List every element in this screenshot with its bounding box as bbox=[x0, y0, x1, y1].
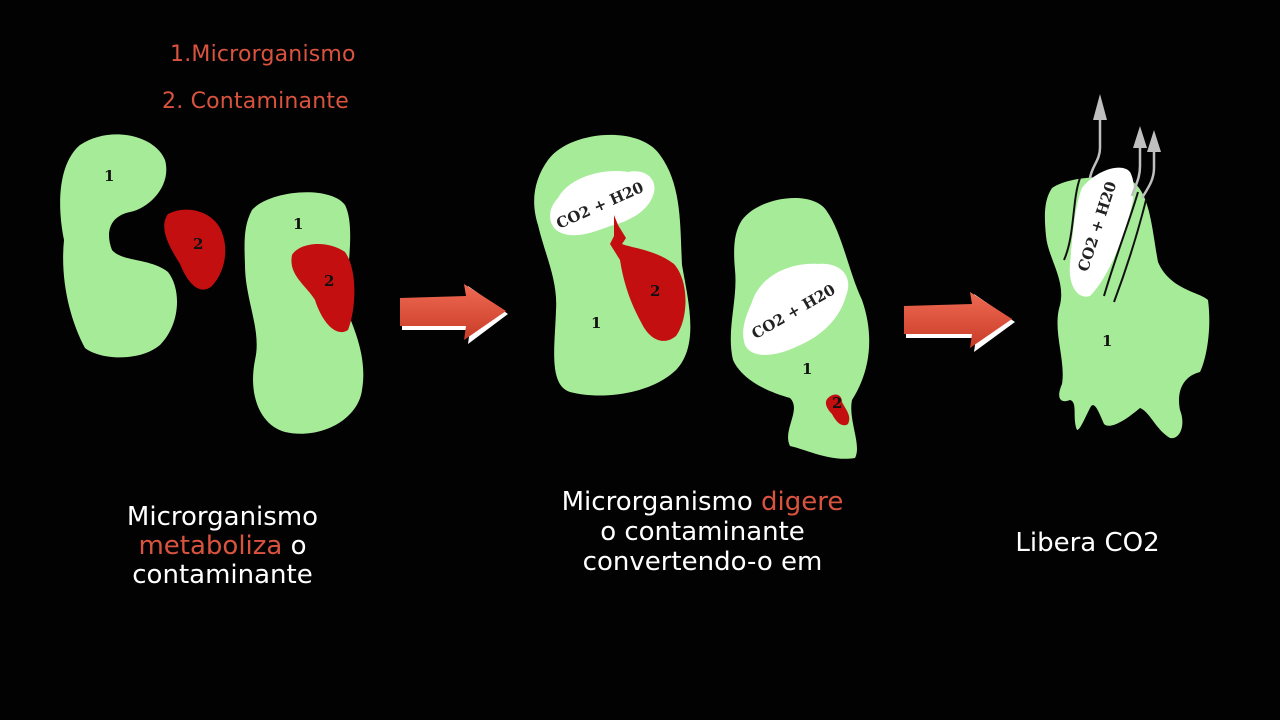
legend-item-microorganism: 1.Microrganismo bbox=[170, 42, 356, 67]
caption-step3-line1: Libera CO2 bbox=[1015, 528, 1160, 558]
co2-release-arrows bbox=[1088, 118, 1156, 199]
caption-step1-highlight: metaboliza bbox=[138, 531, 283, 561]
caption-step1-line1: Microrganismo bbox=[126, 502, 319, 532]
step2-product-cloud-b bbox=[743, 263, 849, 355]
step1-engulfed-contaminant bbox=[291, 244, 355, 333]
step2-label-microorganism-b: 1 bbox=[802, 360, 812, 378]
step2-label-contaminant-a: 2 bbox=[650, 282, 660, 300]
step1-label-contaminant: 2 bbox=[193, 235, 203, 253]
step3-label-microorganism: 1 bbox=[1102, 332, 1112, 350]
step1-microorganism-c bbox=[60, 134, 178, 358]
step1-contaminant bbox=[164, 209, 226, 290]
caption-step1-line2-rest: o bbox=[282, 531, 307, 561]
step3-product-cloud bbox=[1069, 167, 1134, 297]
step1-label-microorganism-a: 1 bbox=[104, 167, 114, 185]
caption-step2-line1: Microrganismo digere bbox=[540, 487, 865, 517]
step3-group: CO2 + H20 1 bbox=[1044, 94, 1210, 439]
caption-step2-line2: o contaminante bbox=[600, 517, 805, 547]
step2-product-cloud-a bbox=[550, 171, 655, 236]
caption-step2-line3: convertendo-o em bbox=[582, 547, 823, 577]
step2-label-contaminant-b: 2 bbox=[832, 394, 842, 412]
step2-contaminant-a bbox=[610, 215, 686, 341]
step1-group: 1 2 1 2 bbox=[60, 134, 364, 434]
step2-contaminant-residue bbox=[825, 394, 850, 426]
caption-step1-line2: metaboliza o bbox=[110, 532, 335, 561]
step1-label-contaminant-b: 2 bbox=[324, 272, 334, 290]
caption-step3: Libera CO2 bbox=[990, 529, 1185, 558]
caption-step1-line3: contaminante bbox=[132, 560, 313, 590]
arrow-2 bbox=[904, 292, 1015, 352]
step2-label-microorganism-a: 1 bbox=[591, 314, 601, 332]
step1-label-microorganism-b: 1 bbox=[293, 215, 303, 233]
caption-step1: Microrganismo metaboliza o contaminante bbox=[110, 503, 335, 590]
arrow-1 bbox=[400, 284, 508, 344]
caption-step2: Microrganismo digere o contaminante conv… bbox=[540, 487, 865, 577]
caption-step2-line1-pre: Microrganismo bbox=[561, 487, 762, 517]
step2-group: CO2 + H20 2 1 CO2 + H20 1 2 bbox=[534, 134, 870, 459]
legend-item-contaminant: 2. Contaminante bbox=[162, 89, 349, 114]
caption-step2-highlight: digere bbox=[761, 487, 844, 517]
